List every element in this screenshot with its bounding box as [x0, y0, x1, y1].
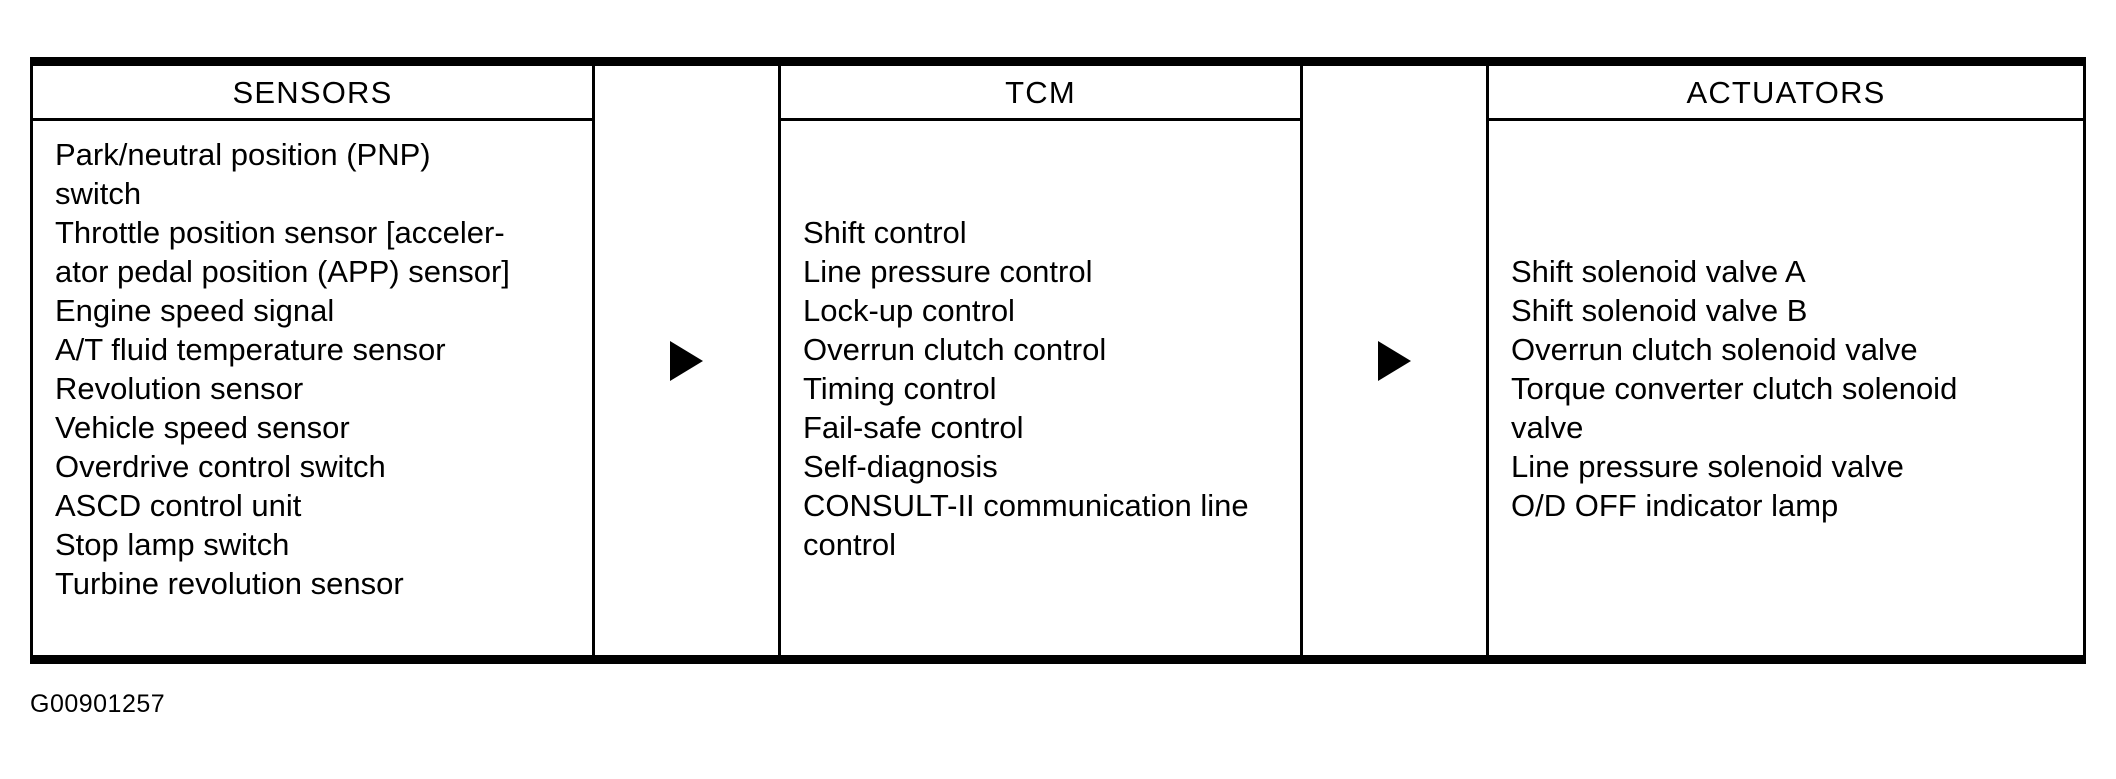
list-item: Shift solenoid valve B — [1511, 292, 1808, 328]
list-item: Overdrive control switch — [55, 449, 386, 484]
list-item: Torque converter clutch solenoid valve — [1511, 370, 1958, 445]
column-body-sensors: Park/neutral position (PNP) switch Throt… — [33, 121, 592, 655]
list-item: Timing control — [803, 370, 997, 406]
list-item: Overrun clutch control — [803, 331, 1107, 367]
list-item: Overrun clutch solenoid valve — [1511, 331, 1918, 367]
column-tcm: TCM Shift control Line pressure control … — [778, 66, 1303, 655]
list-item: Line pressure solenoid valve — [1511, 448, 1904, 484]
list-item: Park/neutral position (PNP) switch — [55, 137, 431, 211]
top-divider-rule — [30, 57, 2086, 66]
list-item: Fail-safe control — [803, 409, 1024, 445]
list-item: CONSULT-II communication line control — [803, 487, 1249, 562]
list-item: Stop lamp switch — [55, 527, 290, 562]
flow-gap-sensors-to-tcm — [595, 66, 778, 655]
column-header-actuators: ACTUATORS — [1489, 66, 2083, 121]
list-item: O/D OFF indicator lamp — [1511, 487, 1839, 523]
column-body-actuators: Shift solenoid valve A Shift solenoid va… — [1489, 121, 2083, 655]
column-header-label: SENSORS — [232, 74, 393, 110]
column-sensors: SENSORS Park/neutral position (PNP) swit… — [30, 66, 595, 655]
list-item: Self-diagnosis — [803, 448, 998, 484]
list-item: Engine speed signal — [55, 293, 335, 328]
list-item: Throttle position sensor [acceler- ator … — [55, 215, 510, 289]
list-item: Line pressure control — [803, 253, 1093, 289]
flow-gap-tcm-to-actuators — [1303, 66, 1486, 655]
bottom-divider-rule — [30, 655, 2086, 664]
right-triangle-arrow-icon — [1378, 340, 1411, 381]
list-item: ASCD control unit — [55, 488, 302, 523]
column-header-label: TCM — [1005, 74, 1076, 110]
list-item: Turbine revolution sensor — [55, 566, 404, 601]
list-item: Lock-up control — [803, 292, 1015, 328]
figure-caption: G00901257 — [30, 690, 166, 718]
column-body-tcm: Shift control Line pressure control Lock… — [781, 121, 1300, 655]
list-item: A/T fluid temperature sensor — [55, 332, 446, 367]
column-actuators: ACTUATORS Shift solenoid valve A Shift s… — [1486, 66, 2086, 655]
list-item: Vehicle speed sensor — [55, 410, 350, 445]
list-item: Shift solenoid valve A — [1511, 253, 1806, 289]
column-header-label: ACTUATORS — [1686, 74, 1886, 110]
list-item: Shift control — [803, 214, 967, 250]
right-triangle-arrow-icon — [670, 340, 703, 381]
list-item: Revolution sensor — [55, 371, 304, 406]
column-header-tcm: TCM — [781, 66, 1300, 121]
control-system-diagram: SENSORS Park/neutral position (PNP) swit… — [30, 66, 2086, 655]
column-header-sensors: SENSORS — [33, 66, 592, 121]
